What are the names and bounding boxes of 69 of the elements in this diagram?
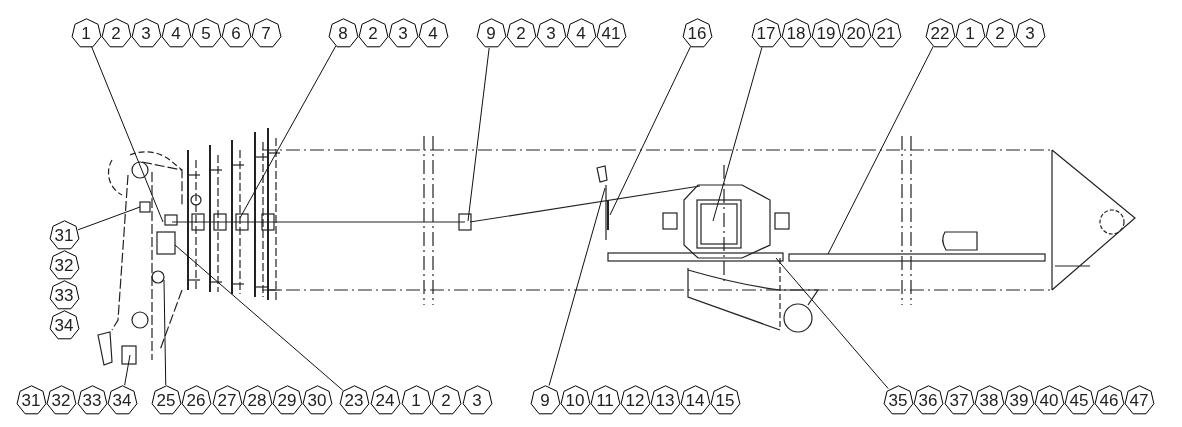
- callout-number: 4: [160, 17, 192, 49]
- callout-number: 28: [241, 384, 273, 416]
- callout-number: 3: [535, 17, 567, 49]
- callout-number: 30: [301, 384, 333, 416]
- callout-number: 9: [529, 384, 561, 416]
- callout-number: 3: [130, 17, 162, 49]
- callout-number: 37: [943, 384, 975, 416]
- leader-line: [548, 187, 606, 387]
- callout-number: 16: [681, 17, 713, 49]
- callout-number: 15: [709, 384, 741, 416]
- callout-number: 3: [461, 384, 493, 416]
- callout-number: 24: [369, 384, 401, 416]
- callout-number: 46: [1093, 384, 1125, 416]
- callout-number: 25: [150, 384, 182, 416]
- leader-line: [609, 46, 692, 216]
- callout-number: 32: [45, 384, 77, 416]
- callout-number: 4: [565, 17, 597, 49]
- callout-number: 38: [973, 384, 1005, 416]
- callout-number: 2: [505, 17, 537, 49]
- callout-number: 12: [619, 384, 651, 416]
- callout-number: 31: [48, 219, 80, 251]
- callout-number: 22: [924, 17, 956, 49]
- callout-number: 39: [1003, 384, 1035, 416]
- callout-number: 18: [780, 17, 812, 49]
- callout-number: 1: [954, 17, 986, 49]
- callout-number: 27: [211, 384, 243, 416]
- callout-number: 35: [882, 384, 914, 416]
- callout-number: 2: [100, 17, 132, 49]
- callout-number: 14: [679, 384, 711, 416]
- leader-line: [712, 46, 763, 222]
- callout-number: 3: [1014, 17, 1046, 49]
- callout-number: 32: [48, 249, 80, 281]
- callout-number: 13: [649, 384, 681, 416]
- callout-number: 33: [76, 384, 108, 416]
- leader-line: [77, 206, 141, 231]
- callout-number: 1: [400, 384, 432, 416]
- callout-number: 2: [357, 17, 389, 49]
- callout-number: 8: [327, 17, 359, 49]
- leader-line: [163, 279, 167, 386]
- callout-number: 31: [15, 384, 47, 416]
- callout-number: 34: [106, 384, 138, 416]
- callout-number: 11: [589, 384, 621, 416]
- callout-number: 41: [595, 17, 627, 49]
- callout-number: 34: [48, 309, 80, 341]
- callout-number: 19: [810, 17, 842, 49]
- leader-line: [124, 354, 131, 386]
- callout-number: 7: [250, 17, 282, 49]
- callout-number: 20: [840, 17, 872, 49]
- callout-number: 4: [417, 17, 449, 49]
- callout-number: 6: [220, 17, 252, 49]
- callout-number: 45: [1063, 384, 1095, 416]
- callout-number: 5: [190, 17, 222, 49]
- callout-number: 1: [70, 17, 102, 49]
- callout-number: 36: [912, 384, 944, 416]
- callout-number: 47: [1123, 384, 1155, 416]
- callout-number: 9: [475, 17, 507, 49]
- callout-number: 2: [984, 17, 1016, 49]
- leader-line: [91, 46, 164, 223]
- callout-number: 23: [338, 384, 370, 416]
- callout-number: 26: [180, 384, 212, 416]
- callout-number: 40: [1033, 384, 1065, 416]
- callout-number: 21: [870, 17, 902, 49]
- leader-line: [467, 47, 490, 222]
- callout-number: 29: [271, 384, 303, 416]
- callout-number: 10: [559, 384, 591, 416]
- callout-number: 3: [387, 17, 419, 49]
- callout-number: 2: [430, 384, 462, 416]
- callout-number: 17: [750, 17, 782, 49]
- callout-number: 33: [48, 279, 80, 311]
